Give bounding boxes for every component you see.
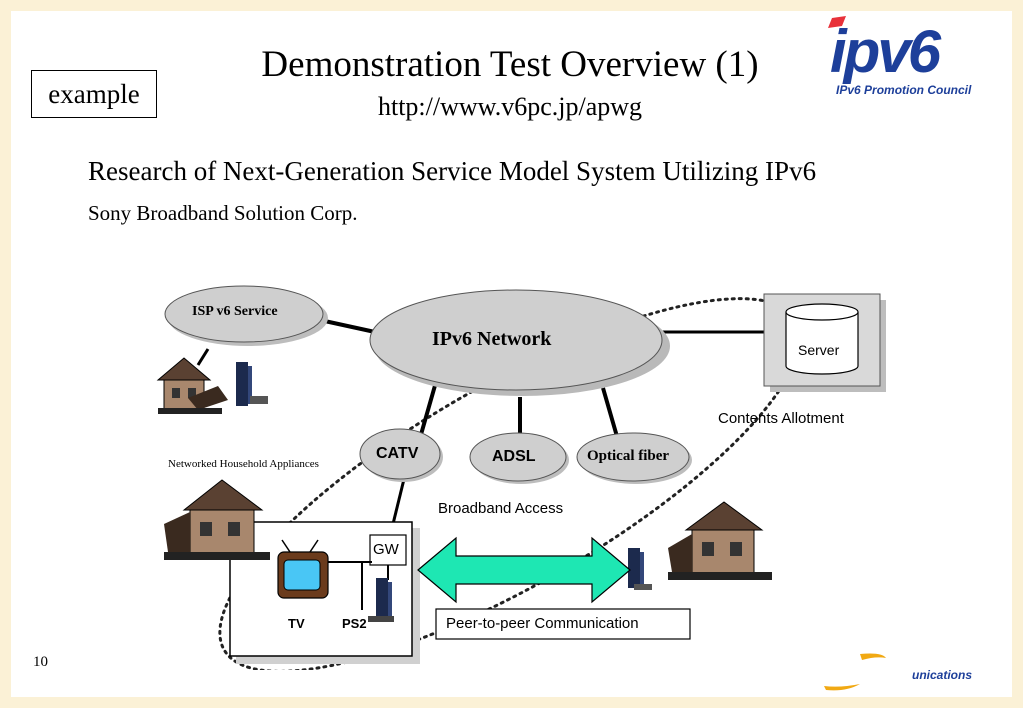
catv-label: CATV — [376, 445, 419, 462]
link-network-catv — [418, 381, 438, 439]
research-title: Research of Next-Generation Service Mode… — [88, 156, 817, 186]
optical-fiber-ellipse — [576, 432, 690, 482]
contents-allotment-label: Contents Allotment — [718, 410, 844, 427]
optical-fiber-label: Optical fiber — [587, 448, 670, 464]
slide-title: Demonstration Test Overview (1) — [261, 44, 759, 85]
link-isp-network — [319, 318, 376, 334]
server-cylinder — [785, 312, 859, 375]
adsl-ellipse — [469, 432, 567, 482]
tv-label: TV — [288, 616, 305, 631]
company-name: Sony Broadband Solution Corp. — [88, 201, 358, 225]
isp-service-label: ISP v6 Service — [192, 304, 278, 319]
tv-icon — [277, 539, 329, 599]
isp-service-ellipse — [164, 285, 324, 343]
house-household-icon — [164, 479, 270, 560]
ipv6-network-label: IPv6 Network — [432, 328, 552, 350]
link-isp-house — [196, 348, 210, 366]
server-label: Server — [798, 342, 840, 358]
ps2-isp-icon — [236, 362, 268, 406]
ps2-remote-icon — [628, 548, 652, 590]
footer-swoosh-icon — [824, 653, 886, 691]
broadband-access-label: Broadband Access — [438, 500, 564, 517]
gateway-label: GW — [373, 541, 399, 558]
slide-url: http://www.v6pc.jp/apwg — [377, 92, 643, 121]
house-isp-icon — [156, 357, 228, 414]
logo-wordmark: ipv6 — [830, 18, 942, 84]
network-diagram: IPv6 Network ISP v6 Service Server Conte… — [150, 270, 890, 670]
house-remote-icon — [668, 501, 772, 580]
p2p-label-box — [435, 608, 691, 640]
p2p-double-arrow — [417, 536, 631, 604]
ps2-console-icon — [368, 578, 394, 622]
catv-ellipse — [359, 428, 441, 480]
page-number: 10 — [33, 654, 48, 670]
footer-communications-text: unications — [912, 668, 973, 682]
p2p-communication-label: Peer-to-peer Communication — [446, 615, 639, 632]
ipv6-logo: ipv6 — [828, 16, 945, 84]
link-catv-gw — [391, 474, 407, 525]
adsl-label: ADSL — [492, 448, 536, 465]
example-label-box: example — [31, 70, 157, 118]
link-network-optical — [601, 387, 620, 441]
ps2-label: PS2 — [342, 616, 367, 631]
household-appliances-label: Networked Household Appliances — [168, 458, 319, 470]
ipv6-network-ellipse — [369, 289, 663, 391]
logo-org-name: IPv6 Promotion Council — [836, 83, 972, 97]
